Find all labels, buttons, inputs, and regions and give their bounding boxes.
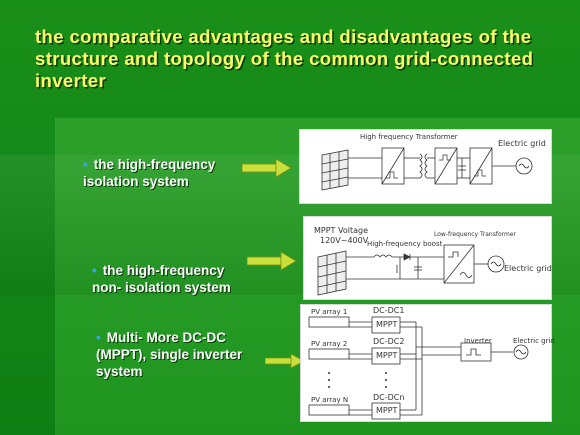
- row3-label-line2: (MPPT), single inverter: [96, 347, 243, 362]
- bullet-icon: •: [96, 330, 101, 345]
- grid-label: Electric grid: [498, 139, 546, 148]
- mpptn-label: MPPT: [376, 406, 398, 415]
- row1-label-line2: isolation system: [83, 174, 189, 189]
- dcdcn-label: DC-DCn: [373, 393, 405, 402]
- inverter-label: Inverter: [464, 337, 492, 345]
- dcdc1-label: DC-DC1: [373, 306, 405, 315]
- row3-label-line1: Multi- More DC-DC: [106, 330, 226, 345]
- row2-label: • the high-frequency non- isolation syste…: [92, 262, 231, 296]
- mppt2-label: MPPT: [376, 351, 398, 360]
- arrow-right-icon: [247, 251, 297, 271]
- isolation-diagram-drawing: [321, 147, 533, 191]
- hf-boost-label: High-frequency boost: [367, 240, 443, 248]
- arrow-right-icon: [265, 353, 305, 369]
- pv-array-2-label: PV array 2: [311, 340, 348, 348]
- grid-label: Electric grid: [504, 264, 552, 273]
- arrow-right-icon: [242, 158, 292, 178]
- bullet-icon: •: [83, 157, 88, 172]
- row3-label: • Multi- More DC-DC (MPPT), single invert…: [96, 329, 242, 380]
- row3-label-line3: system: [96, 364, 143, 379]
- mppt1-label: MPPT: [376, 320, 398, 329]
- row2-label-line1: the high-frequency: [102, 263, 225, 278]
- isolation-diagram: High frequency Transformer Electric grid: [299, 129, 552, 204]
- row1-label: • the high-frequency isolation system: [83, 156, 215, 190]
- row2-label-line2: non- isolation system: [92, 280, 231, 295]
- pv-array-1-label: PV array 1: [311, 308, 348, 316]
- non-isolation-diagram-drawing: [317, 244, 505, 296]
- dcdc2-label: DC-DC2: [373, 337, 405, 346]
- row1-label-line1: the high-frequency: [93, 157, 216, 172]
- hf-transformer-label: High frequency Transformer: [360, 133, 458, 141]
- lf-transformer-label: Low-frequency Transformer: [434, 231, 516, 238]
- pv-array-n-label: PV array N: [311, 396, 349, 404]
- slide-title: the comparative advantages and disadvant…: [35, 26, 534, 91]
- bullet-icon: •: [92, 263, 97, 278]
- electric-grid-label: Electric grid: [513, 337, 555, 345]
- mppt-voltage-label: MPPT Voltage: [314, 226, 368, 235]
- voltage-range-label: 120V~400V: [320, 236, 369, 245]
- multi-dcdc-diagram-drawing: [308, 316, 529, 420]
- multi-dcdc-diagram: PV array 1 PV array 2 PV array N DC-DC1 …: [300, 304, 555, 422]
- non-isolation-diagram: MPPT Voltage 120V~400V High-frequency bo…: [303, 216, 552, 300]
